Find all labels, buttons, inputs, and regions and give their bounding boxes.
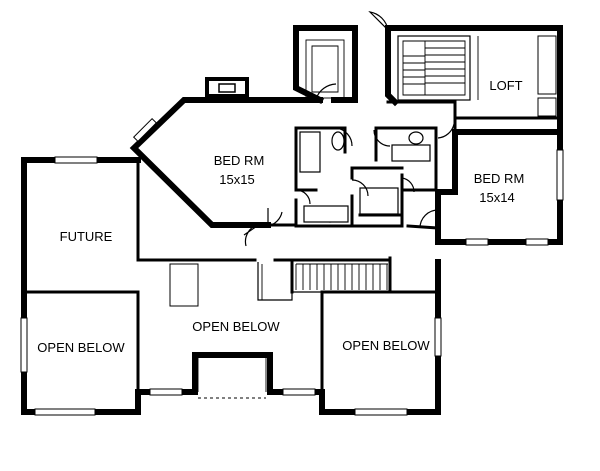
- front-bay: [197, 358, 267, 399]
- doors: [243, 11, 455, 247]
- label-loft: LOFT: [489, 78, 522, 93]
- loft-stairs: [397, 35, 557, 117]
- label-bed1-name: BED RM: [214, 153, 265, 168]
- label-bed2-name: BED RM: [474, 171, 525, 186]
- main-stairs: [261, 263, 388, 300]
- label-bed2-size: 15x14: [479, 190, 514, 205]
- label-open-below-right: OPEN BELOW: [342, 338, 430, 353]
- label-open-below-center: OPEN BELOW: [192, 319, 280, 334]
- closet-fixtures: [305, 39, 345, 99]
- room-labels: LOFT BED RM 15x15 BED RM 15x14 FUTURE OP…: [37, 78, 524, 355]
- label-open-below-left: OPEN BELOW: [37, 340, 125, 355]
- bath-fixtures: [299, 131, 431, 223]
- label-future: FUTURE: [60, 229, 113, 244]
- label-bed1-size: 15x15: [219, 172, 254, 187]
- windows: [20, 117, 564, 416]
